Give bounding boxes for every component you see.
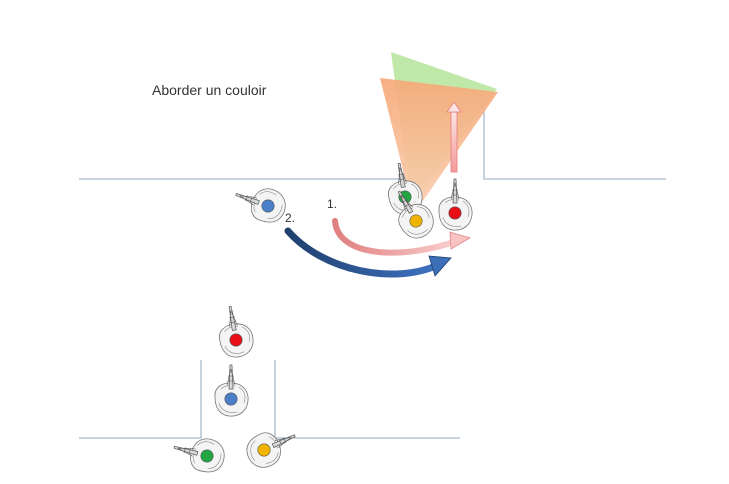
lower-right-wall <box>274 360 460 439</box>
rifle-icon <box>226 364 236 390</box>
step-1-arrowhead <box>449 231 472 250</box>
red-helmet-icon <box>229 333 243 347</box>
lower-left-wall <box>79 360 202 439</box>
blue-operator-bottom <box>214 364 249 417</box>
yellow-helmet-icon <box>409 214 423 228</box>
step-2-arrowhead <box>428 255 452 277</box>
yellow-helmet-icon <box>257 443 271 457</box>
yellow-operator-top <box>397 190 434 239</box>
rifle-icon <box>228 305 238 331</box>
orange-field-of-view-cone <box>380 78 498 214</box>
diagram-title: Aborder un couloir <box>152 82 267 98</box>
corridor-walls <box>79 95 666 439</box>
green-helmet-icon <box>200 449 214 463</box>
blue-helmet-icon <box>261 199 275 213</box>
red-helmet-icon <box>448 206 462 220</box>
blue-helmet-icon <box>224 392 238 406</box>
up-movement-arrow <box>446 101 462 173</box>
upper-right-wall <box>483 95 666 180</box>
rifle-icon <box>235 192 260 206</box>
operators <box>173 162 473 473</box>
red-operator-top <box>438 178 473 231</box>
step-2-arrow <box>284 227 442 278</box>
step-1-arrow <box>332 218 463 256</box>
rifle-icon <box>173 445 199 457</box>
step-1-label: 1. <box>327 197 337 211</box>
rifle-icon <box>397 190 414 214</box>
rifle-icon <box>397 162 407 188</box>
red-operator-bottom <box>218 305 254 358</box>
upper-left-wall <box>79 162 405 180</box>
step-2-label: 2. <box>285 211 295 225</box>
green-operator-bottom <box>173 438 225 473</box>
blue-operator-top <box>235 188 286 223</box>
yellow-operator-bottom <box>246 432 296 468</box>
rifle-icon <box>450 178 460 204</box>
rifle-icon <box>271 434 296 449</box>
